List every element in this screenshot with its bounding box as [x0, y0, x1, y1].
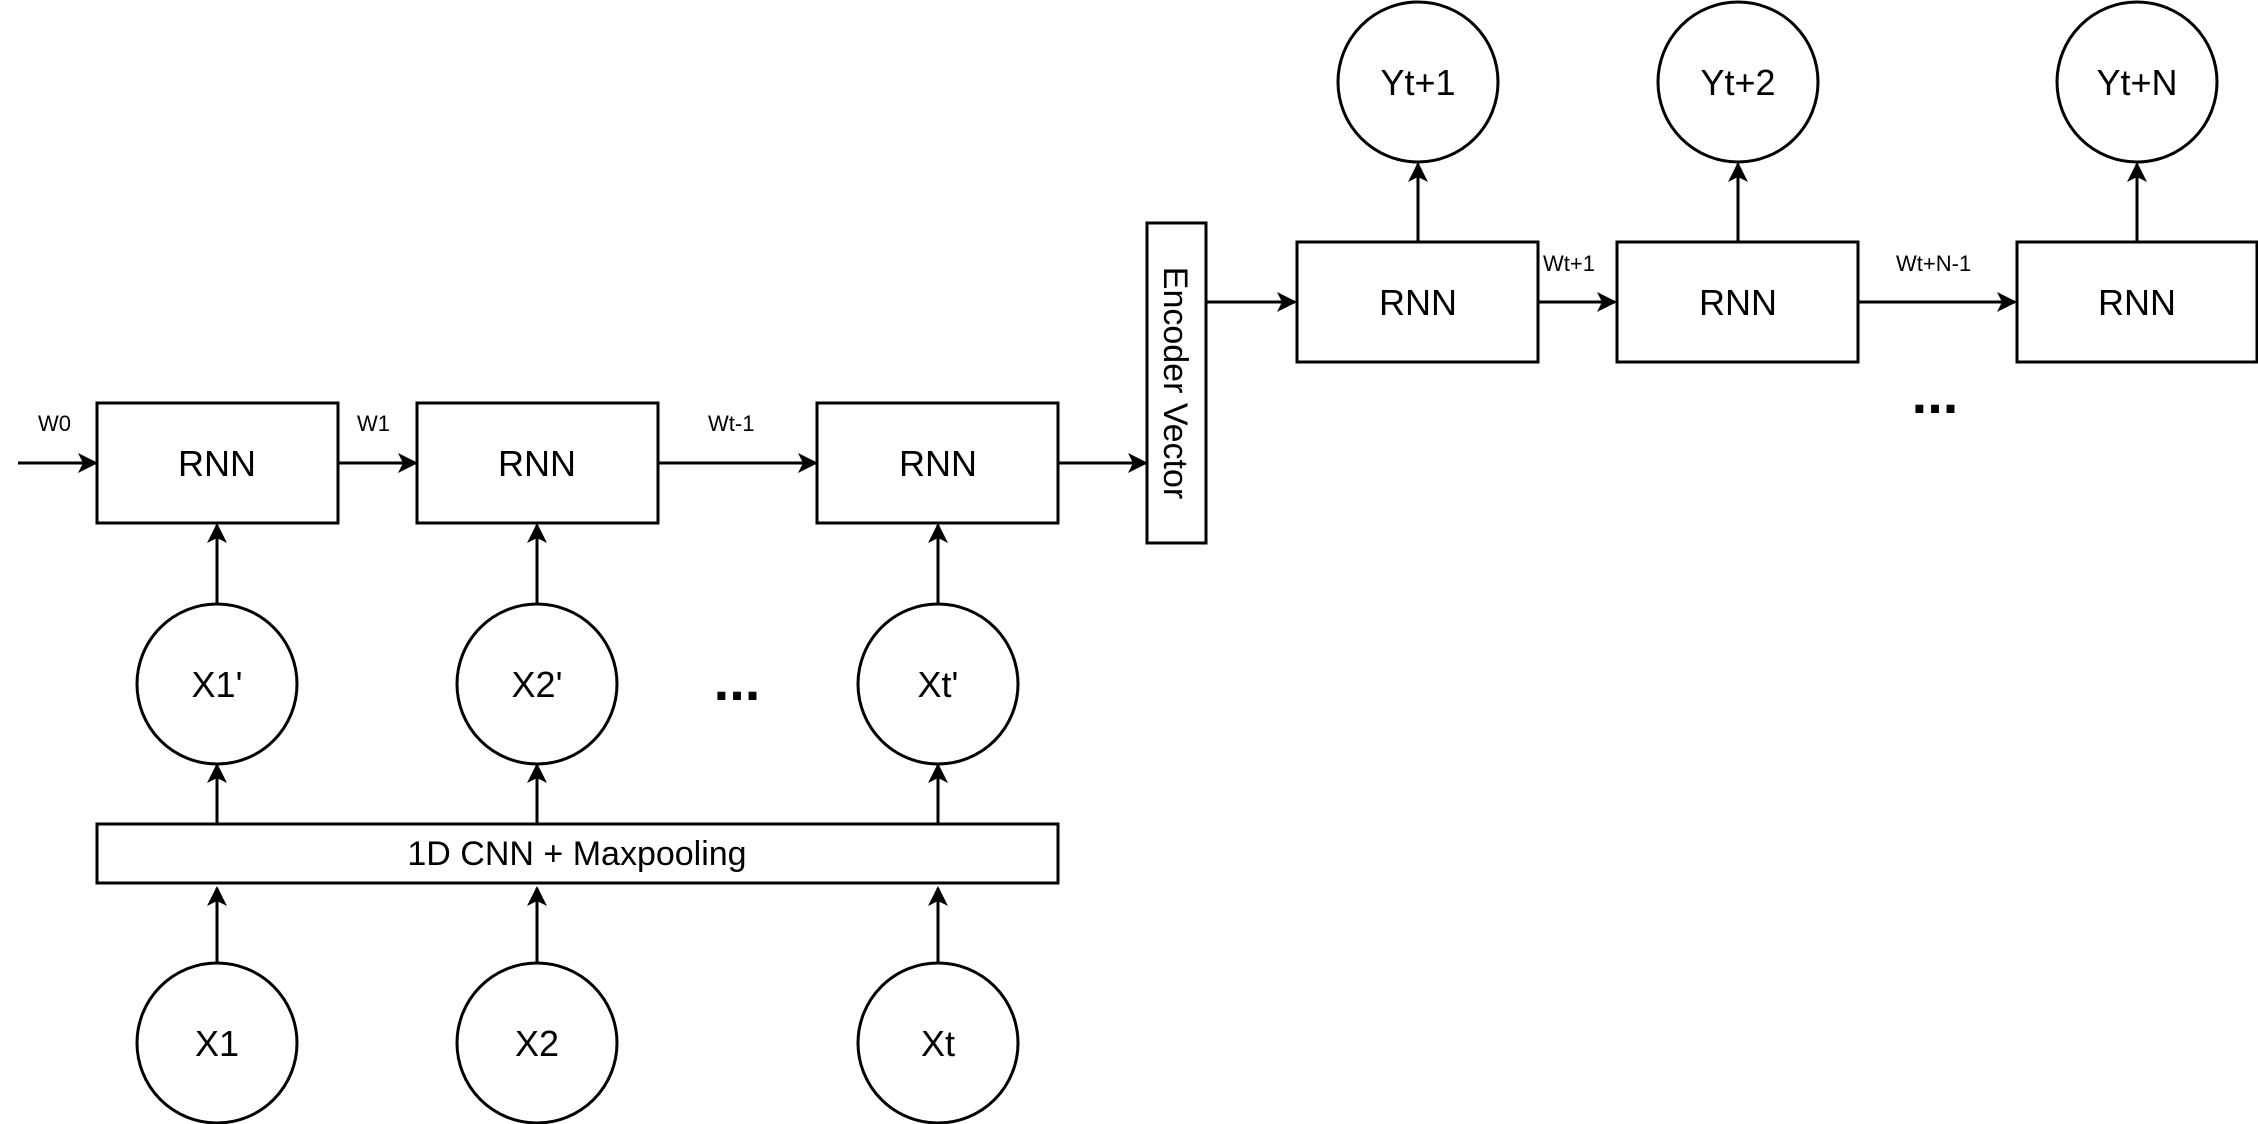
encoder-weight-labels: W0 W1 Wt-1 — [38, 411, 754, 436]
input-label-x2: X2 — [515, 1023, 559, 1064]
processed-label-x2: X2' — [512, 664, 563, 705]
encoder-vector-label: Encoder Vector — [1156, 267, 1194, 499]
decoder-ellipsis: ... — [1912, 362, 1959, 425]
weight-label-wt+n-1: Wt+N-1 — [1896, 251, 1971, 276]
weight-label-wt+1: Wt+1 — [1543, 251, 1595, 276]
encoder-rnn-2-label: RNN — [498, 443, 576, 484]
encoder-processed-inputs: X1' X2' Xt' ... — [135, 602, 1020, 766]
processed-label-x1: X1' — [192, 664, 243, 705]
encoder-rnn-t-label: RNN — [899, 443, 977, 484]
decoder-rnn-n — [2015, 240, 2258, 364]
decoder-edges — [1207, 162, 2147, 312]
encoder-rnn-1 — [95, 401, 340, 525]
weight-label-w0: W0 — [38, 411, 71, 436]
input-label-x1: X1 — [195, 1023, 239, 1064]
output-node-y2 — [1656, 0, 1820, 164]
encoder-edges — [18, 453, 1148, 962]
processed-label-xt: Xt' — [918, 664, 959, 705]
output-label-y2: Yt+2 — [1700, 62, 1775, 103]
cnn-label: 1D CNN + Maxpooling — [407, 835, 746, 873]
decoder-rnn-cells: RNN RNN RNN — [1295, 240, 2258, 364]
processed-node-x1 — [135, 602, 299, 766]
output-label-y1: Yt+1 — [1380, 62, 1455, 103]
decoder-rnn-2 — [1615, 240, 1860, 364]
encoder-ellipsis: ... — [714, 649, 761, 712]
weight-label-w1: W1 — [357, 411, 390, 436]
decoder-rnn-1-label: RNN — [1379, 282, 1457, 323]
decoder-weight-labels: Wt+1 Wt+N-1 ... — [1543, 251, 1971, 425]
output-label-yn: Yt+N — [2096, 62, 2177, 103]
input-node-x2 — [455, 961, 619, 1124]
cnn-block: 1D CNN + Maxpooling — [95, 822, 1060, 885]
encoder-rnn-1-label: RNN — [178, 443, 256, 484]
output-node-yn — [2055, 0, 2219, 164]
decoder-rnn-2-label: RNN — [1699, 282, 1777, 323]
input-label-xt: Xt — [921, 1023, 955, 1064]
processed-node-xt — [856, 602, 1020, 766]
encoder-raw-inputs: X1 X2 Xt — [135, 961, 1020, 1124]
weight-label-wt-1: Wt-1 — [708, 411, 754, 436]
input-node-x1 — [135, 961, 299, 1124]
encoder-vector-box — [1145, 221, 1208, 545]
input-node-xt — [856, 961, 1020, 1124]
output-node-y1 — [1336, 0, 1500, 164]
encoder-rnn-t — [815, 401, 1060, 525]
decoder-rnn-1 — [1295, 240, 1540, 364]
decoder-outputs: Yt+1 Yt+2 Yt+N — [1336, 0, 2219, 164]
cnn-box — [95, 822, 1060, 885]
encoder-vector: Encoder Vector — [1145, 221, 1208, 545]
processed-node-x2 — [455, 602, 619, 766]
encoder-rnn-2 — [415, 401, 660, 525]
encoder-rnn-cells: RNN RNN RNN — [95, 401, 1060, 525]
decoder-rnn-n-label: RNN — [2098, 282, 2176, 323]
